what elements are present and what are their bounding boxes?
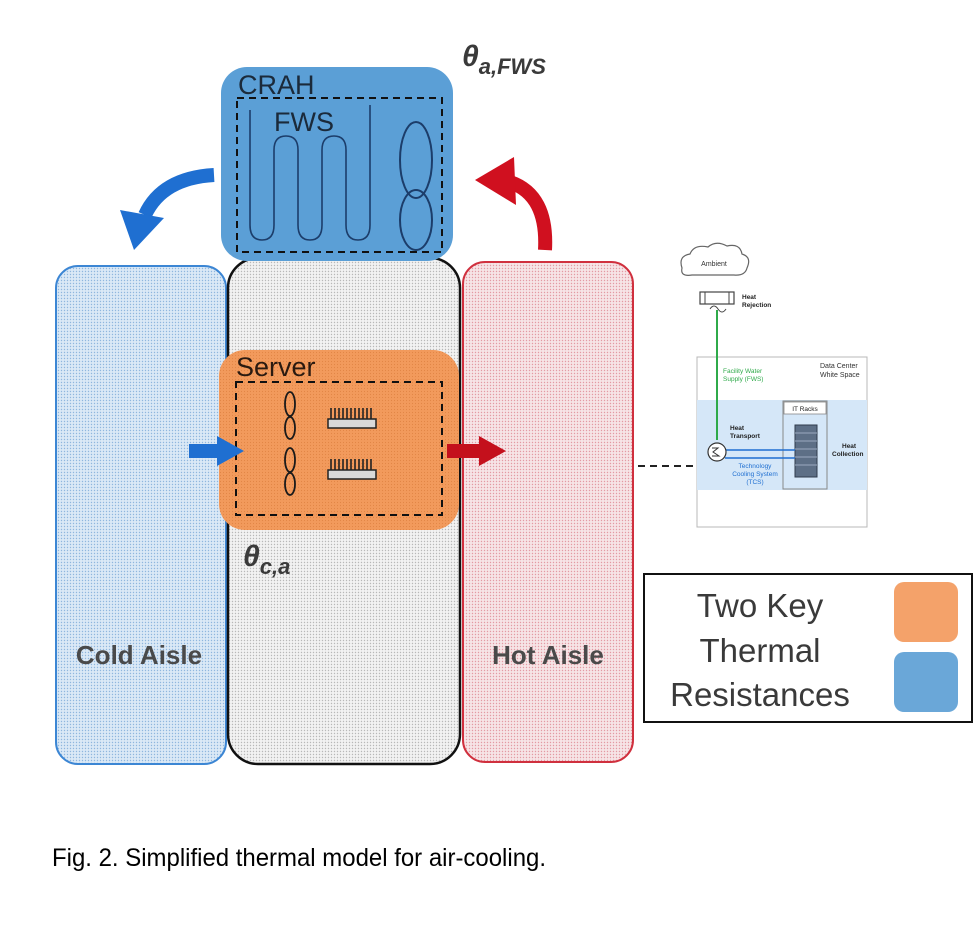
server-fan-icon-2b xyxy=(284,472,296,496)
data-center-inset: Ambient Heat Rejection Data Center White… xyxy=(680,242,868,528)
heat-transport-label-1: Heat xyxy=(730,425,745,432)
tcs-label-2: Cooling System xyxy=(732,471,778,478)
cold-inlet-arrow xyxy=(189,436,244,466)
heat-rejection-unit-icon xyxy=(699,291,735,305)
hot-air-arrowhead xyxy=(475,157,516,205)
server-label: Server xyxy=(236,352,316,382)
heat-collection-label-2: Collection xyxy=(832,451,863,458)
cold-air-return-arrow xyxy=(138,168,215,219)
figure-caption: Fig. 2. Simplified thermal model for air… xyxy=(52,844,546,872)
hot-aisle-label: Hot Aisle xyxy=(492,640,604,670)
server-fan-icon-1a xyxy=(284,391,296,417)
tcs-label-3: (TCS) xyxy=(746,479,763,486)
fws-label: FWS xyxy=(274,107,334,137)
crah-label: CRAH xyxy=(238,70,315,100)
hot-aisle-box xyxy=(462,261,634,763)
heat-transport-label-2: Transport xyxy=(730,433,761,440)
server-fan-icon-2a xyxy=(284,447,296,473)
crah-fan-icon-upper xyxy=(399,121,433,199)
cold-air-arrowhead xyxy=(120,210,164,250)
ambient-label: Ambient xyxy=(701,261,727,268)
data-center-label-1: Data Center xyxy=(820,363,858,370)
legend-line-3: Resistances xyxy=(670,676,850,713)
hot-air-return-arrow xyxy=(507,175,553,251)
it-racks-label: IT Racks xyxy=(792,406,818,413)
tcs-region xyxy=(697,400,867,490)
fws-dashed-box xyxy=(236,97,443,253)
heat-rejection-label-2: Rejection xyxy=(742,302,771,309)
tcs-label-1: Technology xyxy=(739,463,773,470)
legend-line-2: Thermal xyxy=(699,632,820,669)
theta-fws-label: θa,FWS xyxy=(462,40,546,79)
rack-icon xyxy=(794,424,818,478)
server-box xyxy=(219,350,459,530)
crah-unit xyxy=(221,67,453,261)
it-racks-box xyxy=(782,400,828,490)
legend-line-1: Two Key xyxy=(697,587,824,624)
fws-inset-label-2: Supply (FWS) xyxy=(723,376,763,383)
fws-coil-icon xyxy=(249,105,371,241)
hot-outlet-arrow xyxy=(447,436,506,466)
heat-collection-label-1: Heat xyxy=(842,443,857,450)
server-dashed-box xyxy=(235,381,443,516)
legend-swatch-server xyxy=(894,582,958,642)
cold-aisle-label: Cold Aisle xyxy=(76,640,202,670)
server-fan-icon-1b xyxy=(284,416,296,440)
theta-ca-label: θc,a xyxy=(243,540,290,579)
data-center-label-2: White Space xyxy=(820,372,860,379)
fws-inset-label-1: Facility Water xyxy=(723,368,763,375)
heat-exchanger-icon xyxy=(707,442,727,462)
cold-aisle-box xyxy=(55,265,227,765)
cloud-icon xyxy=(680,242,750,276)
crah-fan-icon-lower xyxy=(399,189,433,251)
heatsink-icon-1 xyxy=(327,408,377,429)
heatsink-icon-2 xyxy=(327,459,377,480)
heat-rejection-label-1: Heat xyxy=(742,294,757,301)
legend-swatch-crah xyxy=(894,652,958,712)
